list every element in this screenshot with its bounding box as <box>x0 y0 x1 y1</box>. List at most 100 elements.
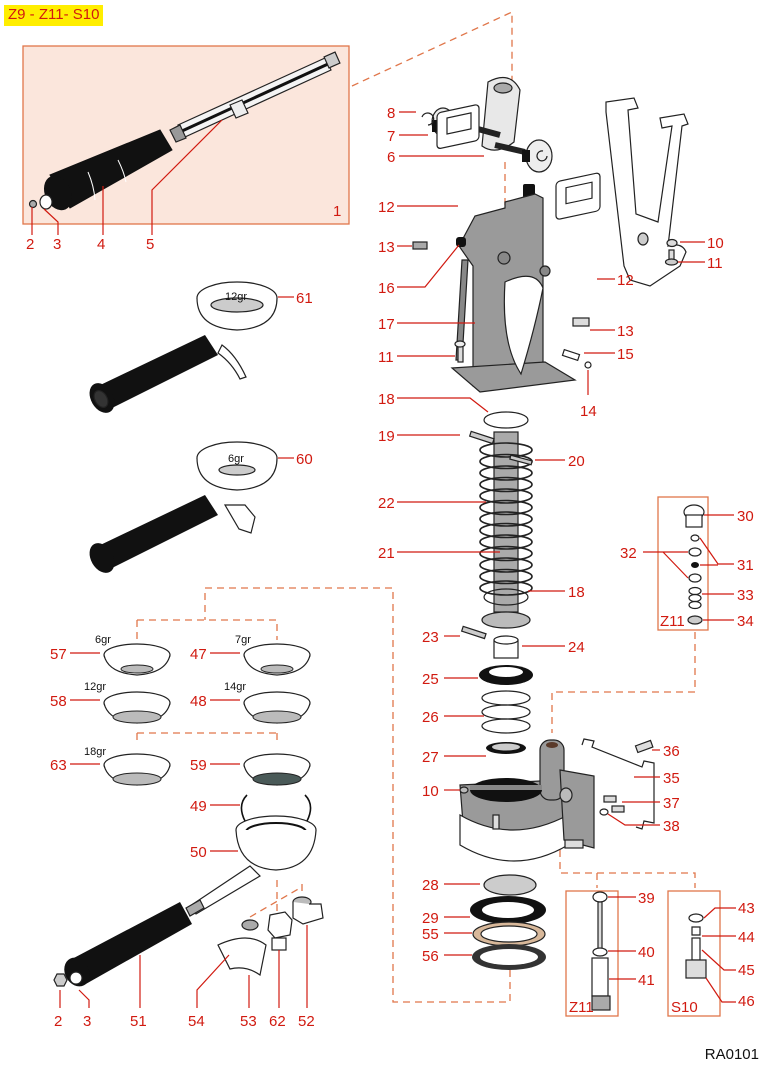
callout-63: 63 <box>50 757 67 774</box>
cover-plate-12-right <box>555 172 601 220</box>
pin-15 <box>561 348 581 362</box>
callout-33: 33 <box>737 587 754 604</box>
drawing-code: RA0101 <box>704 1046 759 1063</box>
spring-coil <box>479 568 533 585</box>
callout-28: 28 <box>422 877 439 894</box>
callout-45: 45 <box>738 962 755 979</box>
bolt-11 <box>664 249 679 266</box>
spout-52 <box>292 896 324 925</box>
callout-29: 29 <box>422 910 439 927</box>
model-badge: Z9 - Z11- S10 <box>4 5 104 26</box>
spring-coil <box>479 522 533 539</box>
z11-kit-parts <box>591 891 611 1011</box>
callout-34: 34 <box>737 613 754 630</box>
callout-18: 18 <box>378 391 395 408</box>
callout-58: 58 <box>50 693 67 710</box>
nut-2 <box>53 973 68 987</box>
callout-39: 39 <box>638 890 655 907</box>
spring-coil <box>479 511 533 527</box>
callout-50: 50 <box>190 844 207 861</box>
spring-coil <box>479 499 533 516</box>
s10-kit-label: S10 <box>671 999 698 1016</box>
callout-53: 53 <box>240 1013 257 1030</box>
callout-5: 5 <box>146 236 154 253</box>
callout-2: 2 <box>26 236 34 253</box>
callout-55: 55 <box>422 926 439 943</box>
callout-35: 35 <box>663 770 680 787</box>
callout-15: 15 <box>617 346 634 363</box>
callout-3b: 3 <box>83 1013 91 1030</box>
callout-46: 46 <box>738 993 755 1010</box>
bolt-11b <box>454 340 466 363</box>
spout-53-54 <box>217 919 267 977</box>
basket-size-48: 14gr <box>224 681 246 693</box>
callout-10: 10 <box>707 235 724 252</box>
callout-1: 1 <box>333 203 341 220</box>
filter-basket <box>243 691 311 724</box>
callout-21: 21 <box>378 545 395 562</box>
basket-size-63: 18gr <box>84 746 106 758</box>
gasket-29 <box>470 896 546 924</box>
valve-kit-label: Z11 <box>660 613 685 630</box>
callout-56: 56 <box>422 948 439 965</box>
basket-size-60: 6gr <box>228 453 244 465</box>
callout-59: 59 <box>190 757 207 774</box>
callout-16: 16 <box>378 280 395 297</box>
lever-fork <box>605 97 689 287</box>
callout-2b: 2 <box>54 1013 62 1030</box>
callout-26: 26 <box>422 709 439 726</box>
portafilter-handle-51 <box>64 899 205 987</box>
callout-48: 48 <box>190 693 207 710</box>
callout-13b: 13 <box>617 323 634 340</box>
callout-8: 8 <box>387 105 395 122</box>
filter-basket <box>103 691 171 724</box>
filter-basket <box>103 643 171 676</box>
piston-assembly <box>460 411 533 754</box>
callout-13: 13 <box>378 239 395 256</box>
nut-10b <box>459 786 469 794</box>
callout-40: 40 <box>638 944 655 961</box>
screw-36 <box>634 739 654 754</box>
callout-6: 6 <box>387 149 395 166</box>
callout-12b: 12 <box>617 272 634 289</box>
callout-18b: 18 <box>568 584 585 601</box>
callout-47: 47 <box>190 646 207 663</box>
group-body <box>450 184 577 393</box>
callout-36: 36 <box>663 743 680 760</box>
basket-size-57: 6gr <box>95 634 111 646</box>
pin-16 <box>456 237 466 247</box>
callout-10b: 10 <box>422 783 439 800</box>
lever-rod <box>169 51 341 143</box>
spring-coil <box>479 557 533 573</box>
spring-coil <box>479 580 533 596</box>
callout-17: 17 <box>378 316 395 333</box>
callout-61: 61 <box>296 290 313 307</box>
callout-12: 12 <box>378 199 395 216</box>
washer-38 <box>599 808 609 816</box>
spring-coil <box>479 442 533 458</box>
gasket-56 <box>472 944 546 970</box>
basket-size-61: 12gr <box>225 291 247 303</box>
valve-kit-box <box>657 496 709 631</box>
callout-14: 14 <box>580 403 597 420</box>
callout-52: 52 <box>298 1013 315 1030</box>
cover-plate-12-left <box>436 104 480 149</box>
screw-13b <box>572 317 590 327</box>
callout-19: 19 <box>378 428 395 445</box>
spout-nut-62 <box>267 911 293 951</box>
shower-screen-28 <box>483 874 537 896</box>
callout-25: 25 <box>422 671 439 688</box>
group-head <box>459 739 595 862</box>
callout-3: 3 <box>53 236 61 253</box>
spring-coil <box>479 476 533 493</box>
callout-60: 60 <box>296 451 313 468</box>
valve-kit-parts <box>683 504 705 625</box>
filter-baskets <box>103 643 311 786</box>
screw-13 <box>412 241 428 250</box>
basket-size-58: 12gr <box>84 681 106 693</box>
spring-coil <box>479 545 533 562</box>
callout-22: 22 <box>378 495 395 512</box>
spring-coil <box>479 488 533 504</box>
clip-14 <box>584 361 592 369</box>
